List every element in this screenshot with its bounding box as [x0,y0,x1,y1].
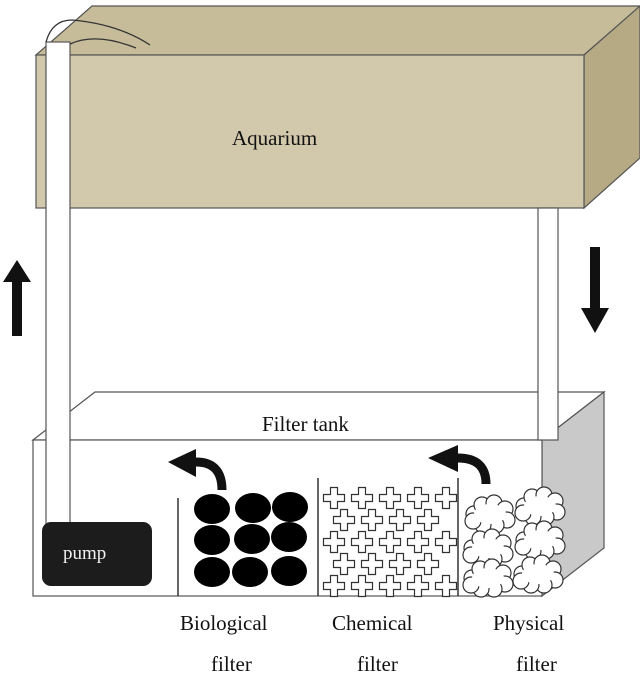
chemical-media-piece [322,530,346,554]
chemical-media-piece [360,552,384,576]
chemical-media-piece [388,508,412,532]
arrow-down-icon [581,247,609,333]
physical-media-sponge [512,554,564,594]
physical-media-sponge [514,520,566,560]
chemical-media-piece [378,486,402,510]
chemical-media-piece [434,574,458,598]
chemical-media-piece [360,508,384,532]
chemical-media-piece [434,530,458,554]
chemical-filter-label-line2: filter [357,652,398,676]
chemical-media-piece [350,486,374,510]
aquarium-label: Aquarium [232,126,317,150]
return-pipe-outlet-top [45,19,151,46]
physical-media-sponge [514,486,566,526]
chemical-media-piece [378,530,402,554]
aquarium-box [34,5,640,210]
filter-tank-label: Filter tank [262,412,349,436]
chemical-media-piece [378,574,402,598]
chemical-media-piece [322,574,346,598]
curved-arrow-icon [168,449,227,491]
biological-filter-label-line2: filter [211,652,252,676]
biological-filter-media [194,492,308,587]
curved-arrow-icon [428,445,491,485]
drain-pipe [537,207,559,441]
physical-media-sponge [462,558,514,598]
chemical-media-piece [406,530,430,554]
chemical-filter-media [322,486,458,598]
chemical-media-piece [350,574,374,598]
chemical-media-piece [406,486,430,510]
chemical-media-piece [388,552,412,576]
arrow-up-icon [3,260,31,336]
chemical-media-piece [416,508,440,532]
physical-media-sponge [464,494,516,534]
chemical-media-piece [332,508,356,532]
return-pipe [45,19,151,533]
chemical-media-piece [406,574,430,598]
pump-body [42,522,152,586]
return-pipe-outlet-bottom [69,38,137,49]
chemical-media-piece [322,486,346,510]
chemical-filter-label-line1: Chemical [332,611,413,635]
return-pipe-vertical [45,41,71,533]
pump-label: pump [63,543,106,564]
chemical-media-piece [350,530,374,554]
chemical-media-piece [434,486,458,510]
physical-filter-label-line2: filter [516,652,557,676]
biological-filter-label-line1: Biological [180,611,268,635]
aquarium-front-face [35,54,585,209]
chemical-media-piece [416,552,440,576]
physical-filter-label-line1: Physical [493,611,564,635]
physical-filter-media [462,486,566,598]
chemical-media-piece [332,552,356,576]
aquarium-top-face [34,5,640,56]
